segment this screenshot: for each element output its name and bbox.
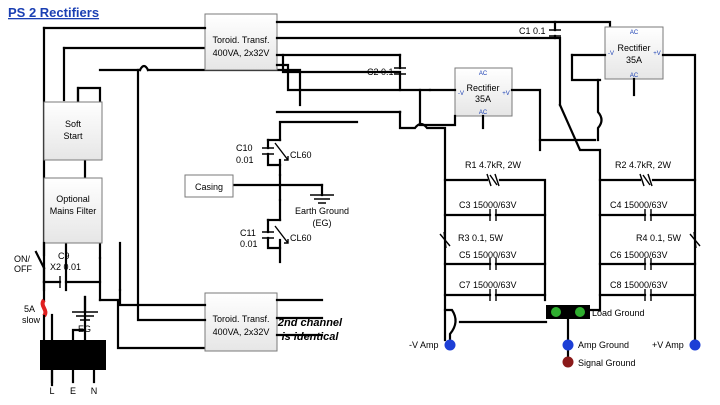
svg-text:N: N <box>91 386 98 396</box>
capacitor-c1: C1 0.1 <box>519 20 561 40</box>
neg-amp-terminal: -V Amp <box>409 339 456 351</box>
svg-text:400VA, 2x32V: 400VA, 2x32V <box>213 48 270 58</box>
svg-text:CL60: CL60 <box>290 150 312 160</box>
capacitor-c11: C11 0.01 CL60 <box>240 218 312 250</box>
svg-text:C9: C9 <box>58 251 70 261</box>
mains-wiring <box>42 26 302 387</box>
svg-text:C11: C11 <box>240 228 256 238</box>
svg-text:+V Amp: +V Amp <box>652 340 684 350</box>
svg-text:R2 4.7kR, 2W: R2 4.7kR, 2W <box>615 160 672 170</box>
svg-text:Earth Ground: Earth Ground <box>295 206 349 216</box>
svg-text:CL60: CL60 <box>290 233 312 243</box>
svg-text:35A: 35A <box>475 94 491 104</box>
svg-text:slow: slow <box>22 315 41 325</box>
mains-connector: L E N <box>40 328 106 396</box>
pos-amp-terminal: +V Amp <box>652 339 701 351</box>
svg-text:AC: AC <box>630 30 639 36</box>
load-ground-block: Load Ground <box>546 305 645 319</box>
left-filter-bank: R1 4.7kR, 2W C3 15000/63V R3 0.1, 5W C5 … <box>439 160 547 302</box>
mains-filter-block: Optional Mains Filter <box>43 177 103 244</box>
svg-text:Mains Filter: Mains Filter <box>50 206 97 216</box>
svg-text:C6 15000/63V: C6 15000/63V <box>610 250 668 260</box>
svg-text:Casing: Casing <box>195 182 223 192</box>
rectifier-right-block: AC AC -V +V Rectifier 35A <box>604 26 664 80</box>
capacitor-c10: C10 0.01 CL60 <box>236 138 312 167</box>
svg-text:Rectifier: Rectifier <box>617 43 650 53</box>
svg-text:X2 0.01: X2 0.01 <box>50 262 81 272</box>
svg-text:Rectifier: Rectifier <box>466 83 499 93</box>
svg-text:0.01: 0.01 <box>236 155 254 165</box>
svg-text:Amp Ground: Amp Ground <box>578 340 629 350</box>
svg-text:-V Amp: -V Amp <box>409 340 439 350</box>
second-channel-note: 2nd channel is identical <box>277 317 343 343</box>
soft-start-block: Soft Start <box>43 101 103 161</box>
svg-text:Load Ground: Load Ground <box>592 308 645 318</box>
svg-text:+V: +V <box>502 91 510 97</box>
earth-ground-label: Earth Ground (EG) <box>295 206 349 228</box>
svg-text:C4 15000/63V: C4 15000/63V <box>610 200 668 210</box>
fuse: 5A slow <box>22 280 48 342</box>
rectifier-left-block: AC AC -V +V Rectifier 35A <box>454 67 513 117</box>
toroid-bottom-block: Toroid. Transf. 400VA, 2x32V <box>204 292 278 352</box>
svg-text:R1 4.7kR, 2W: R1 4.7kR, 2W <box>465 160 522 170</box>
ground-network <box>231 120 359 264</box>
svg-text:C2 0.1: C2 0.1 <box>367 67 394 77</box>
right-filter-bank: R2 4.7kR, 2W C4 15000/63V R4 0.1, 5W C6 … <box>598 160 701 301</box>
svg-text:0.01: 0.01 <box>240 239 258 249</box>
svg-text:-V: -V <box>458 91 464 97</box>
svg-text:E: E <box>70 386 76 396</box>
svg-text:C5 15000/63V: C5 15000/63V <box>459 250 517 260</box>
amp-ground-terminal: Amp Ground <box>562 339 629 351</box>
svg-text:Toroid. Transf.: Toroid. Transf. <box>212 35 269 45</box>
svg-text:2nd channel: 2nd channel <box>277 317 343 329</box>
svg-text:R4 0.1, 5W: R4 0.1, 5W <box>636 233 682 243</box>
toroid-top-block: Toroid. Transf. 400VA, 2x32V <box>204 13 278 71</box>
svg-text:AC: AC <box>630 73 639 79</box>
svg-text:Start: Start <box>63 131 83 141</box>
svg-text:ON/: ON/ <box>14 254 31 264</box>
svg-text:C8 15000/63V: C8 15000/63V <box>610 280 668 290</box>
casing-block: Casing <box>184 174 234 198</box>
svg-text:C1 0.1: C1 0.1 <box>519 26 546 36</box>
svg-text:L: L <box>49 386 54 396</box>
svg-text:35A: 35A <box>626 55 642 65</box>
power-switch: ON/ OFF <box>14 241 46 284</box>
capacitor-c2: C2 0.1 <box>281 53 406 92</box>
page-title: PS 2 Rectifiers <box>8 5 99 20</box>
svg-text:Signal Ground: Signal Ground <box>578 358 636 368</box>
svg-text:+V: +V <box>653 51 661 57</box>
svg-text:AC: AC <box>479 71 488 77</box>
capacitor-c9: C9 X2 0.01 <box>42 251 102 288</box>
signal-ground-terminal: Signal Ground <box>562 356 636 368</box>
svg-text:5A: 5A <box>24 304 35 314</box>
svg-text:-V: -V <box>608 51 614 57</box>
svg-text:Toroid. Transf.: Toroid. Transf. <box>212 314 269 324</box>
svg-text:C7 15000/63V: C7 15000/63V <box>459 280 517 290</box>
svg-text:C3 15000/63V: C3 15000/63V <box>459 200 517 210</box>
svg-text:OFF: OFF <box>14 264 32 274</box>
svg-text:C10: C10 <box>236 143 253 153</box>
svg-text:AC: AC <box>479 110 488 116</box>
svg-text:400VA, 2x32V: 400VA, 2x32V <box>213 327 270 337</box>
svg-text:is identical: is identical <box>282 331 340 343</box>
svg-text:R3 0.1, 5W: R3 0.1, 5W <box>458 233 504 243</box>
svg-text:Optional: Optional <box>56 194 90 204</box>
svg-text:Soft: Soft <box>65 119 82 129</box>
svg-text:(EG): (EG) <box>313 218 332 228</box>
eg-ground-symbol: EG <box>72 295 98 334</box>
